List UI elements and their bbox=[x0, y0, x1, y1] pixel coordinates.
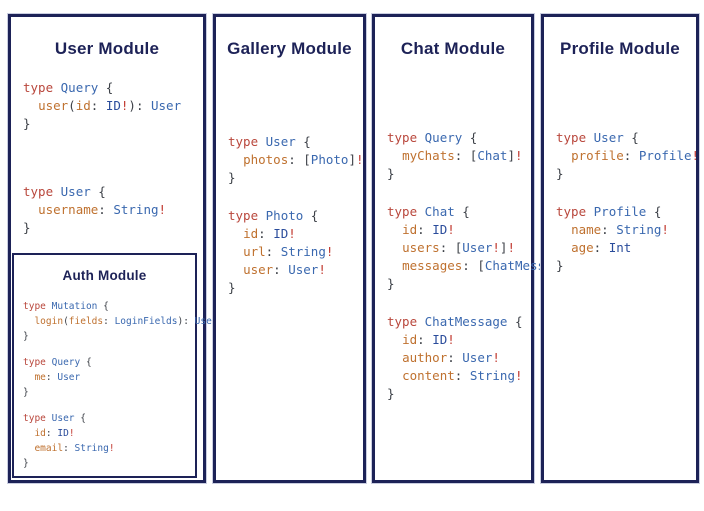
panel-title-chat-module: Chat Module bbox=[400, 39, 506, 58]
code-line: login(fields: LoginFields): User bbox=[34, 316, 218, 327]
code-block: type Profile { name: String! age: Int} bbox=[556, 203, 696, 275]
code-line: } bbox=[23, 220, 31, 235]
code-line: profile: Profile! bbox=[571, 148, 700, 163]
code-line: type User { bbox=[23, 184, 106, 199]
code-line: type User { bbox=[556, 130, 639, 145]
code-block: type ChatMessage { id: ID! author: User!… bbox=[387, 313, 531, 403]
code-line: type User { bbox=[23, 413, 86, 424]
code-line: type User { bbox=[228, 134, 311, 149]
code-block: type Query { user(id: ID!): User} bbox=[23, 79, 203, 133]
code-block: type User { username: String!} bbox=[23, 183, 203, 237]
panel-user-module: User Module type Query { user(id: ID!): … bbox=[8, 14, 218, 483]
code-line: user: User! bbox=[243, 262, 326, 277]
code-block: type Query { me: User} bbox=[23, 355, 195, 400]
code-line: url: String! bbox=[243, 244, 334, 259]
code-line: type Chat { bbox=[387, 204, 470, 219]
code-line: content: String! bbox=[402, 368, 523, 383]
panel-title-auth-module: Auth Module bbox=[62, 268, 147, 283]
code-block: type Chat { id: ID! users: [User!]! mess… bbox=[387, 203, 583, 293]
code-line: } bbox=[23, 458, 29, 469]
code-block: type User { photos: [Photo]!} bbox=[228, 133, 364, 187]
code-line: type Photo { bbox=[228, 208, 319, 223]
code-line: } bbox=[387, 276, 395, 291]
code-line: } bbox=[387, 386, 395, 401]
code-line: } bbox=[228, 280, 236, 295]
code-line: type ChatMessage { bbox=[387, 314, 523, 329]
code-line: users: [User!]! bbox=[402, 240, 515, 255]
auth-module-box: Auth Module type Mutation { login(fields… bbox=[12, 253, 218, 478]
code-user-module: type Query { user(id: ID!): User}type Us… bbox=[11, 79, 203, 237]
code-line: } bbox=[23, 116, 31, 131]
code-line: } bbox=[387, 166, 395, 181]
code-line: } bbox=[23, 387, 29, 398]
code-line: user(id: ID!): User bbox=[38, 98, 182, 113]
code-line: type Mutation { bbox=[23, 301, 109, 312]
code-auth-module: type Mutation { login(fields: LoginField… bbox=[14, 299, 218, 471]
code-line: type Profile { bbox=[556, 204, 662, 219]
panel-title-user-module: User Module bbox=[54, 39, 160, 58]
code-line: id: ID! bbox=[243, 226, 296, 241]
code-line: type Query { bbox=[23, 80, 114, 95]
panel-chat-module: Chat Module type Query { myChats: [Chat]… bbox=[372, 14, 583, 483]
code-line: id: ID! bbox=[402, 222, 455, 237]
code-line: } bbox=[23, 331, 29, 342]
code-gallery-module: type User { photos: [Photo]!}type Photo … bbox=[216, 133, 364, 297]
code-block: type Query { myChats: [Chat]!} bbox=[387, 129, 531, 183]
code-profile-module: type User { profile: Profile!}type Profi… bbox=[544, 129, 700, 275]
code-line: me: User bbox=[34, 372, 81, 383]
code-line: username: String! bbox=[38, 202, 167, 217]
panel-title-profile-module: Profile Module bbox=[560, 39, 680, 58]
code-line: myChats: [Chat]! bbox=[402, 148, 523, 163]
code-line: } bbox=[556, 166, 564, 181]
code-line: name: String! bbox=[571, 222, 669, 237]
code-block: type Photo { id: ID! url: String! user: … bbox=[228, 207, 363, 297]
code-block: type User { id: ID! email: String!} bbox=[23, 411, 195, 471]
code-chat-module: type Query { myChats: [Chat]!}type Chat … bbox=[375, 129, 583, 403]
panel-profile-module: Profile Module type User { profile: Prof… bbox=[541, 14, 699, 483]
code-block: type Mutation { login(fields: LoginField… bbox=[23, 299, 218, 344]
code-line: id: ID! bbox=[34, 428, 75, 439]
code-line: id: ID! bbox=[402, 332, 455, 347]
code-line: email: String! bbox=[34, 443, 115, 454]
panel-gallery-module: Gallery Module type User { photos: [Phot… bbox=[213, 14, 366, 483]
code-line: age: Int bbox=[571, 240, 632, 255]
code-line: messages: [ChatMessage]! bbox=[402, 258, 583, 273]
code-line: type Query { bbox=[23, 357, 92, 368]
code-line: } bbox=[556, 258, 564, 273]
code-line: type Query { bbox=[387, 130, 478, 145]
code-line: author: User! bbox=[402, 350, 500, 365]
code-block: type User { profile: Profile!} bbox=[556, 129, 700, 183]
panel-title-gallery-module: Gallery Module bbox=[227, 39, 352, 58]
code-line: } bbox=[228, 170, 236, 185]
code-line: photos: [Photo]! bbox=[243, 152, 364, 167]
